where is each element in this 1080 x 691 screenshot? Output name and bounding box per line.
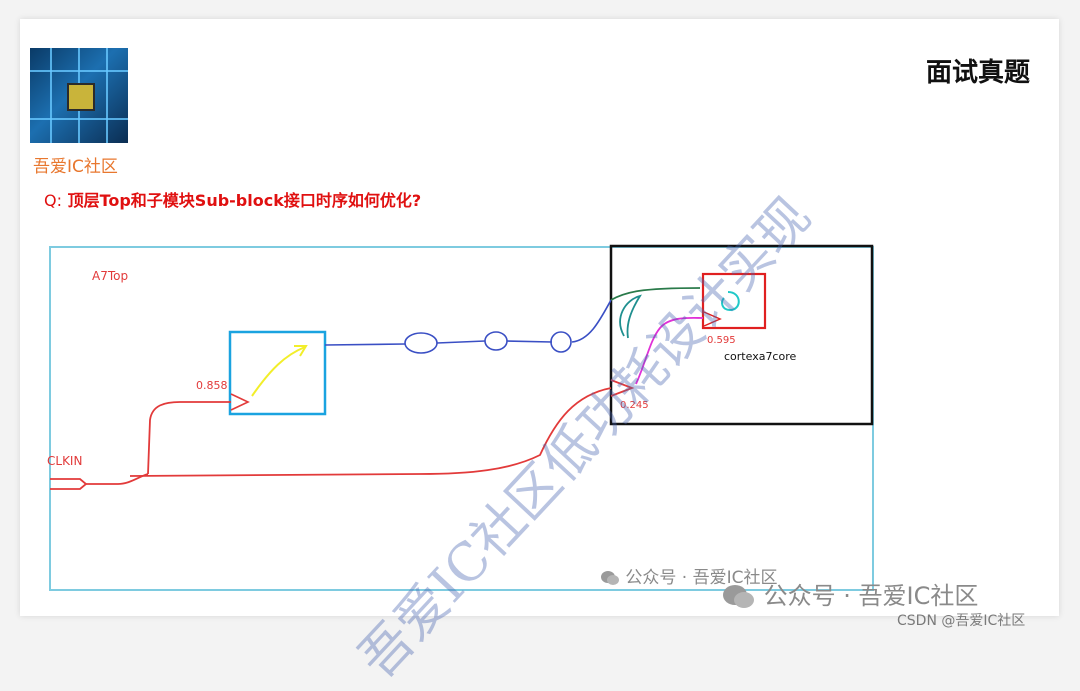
timing-diagram: A7Top cortexa7core 0.858 0.595 0.245 CLK…	[47, 244, 874, 591]
chip-icon	[67, 83, 95, 111]
cyan-loop	[721, 291, 740, 312]
community-logo	[30, 48, 128, 143]
core-input-pin	[610, 379, 635, 397]
core-flipflop	[701, 272, 767, 330]
buffer-3	[550, 331, 572, 353]
page-title: 面试真题	[926, 58, 1031, 88]
brand-name: 吾爱IC社区	[33, 157, 118, 177]
wechat-icon	[723, 585, 754, 608]
core-ff-clock-pin	[703, 311, 722, 327]
teal-path	[619, 294, 642, 339]
buffer-1	[404, 332, 438, 354]
core-ff-delay: 0.595	[707, 335, 736, 346]
clk-branch-left	[147, 401, 231, 475]
a7top-label: A7Top	[92, 269, 128, 283]
wechat-small-text: 公众号 · 吾爱IC社区	[625, 568, 778, 588]
question-text: Q: 顶层Top和子模块Sub-block接口时序如何优化?	[44, 187, 421, 211]
clk-root	[86, 473, 149, 485]
wechat-icon	[601, 571, 619, 585]
wechat-watermark-small: 公众号 · 吾爱IC社区	[600, 563, 778, 588]
question-body: 顶层Top和子模块Sub-block接口时序如何优化?	[67, 191, 422, 210]
clkin-label: CLKIN	[47, 454, 82, 468]
left-ff-delay: 0.858	[196, 379, 228, 392]
csdn-credit: CSDN @吾爱IC社区	[897, 613, 1026, 629]
green-path	[610, 287, 701, 301]
yellow-arrowhead	[294, 345, 308, 357]
left-ff-clock-pin	[230, 393, 250, 411]
blue-data-wire	[324, 299, 612, 346]
buffer-2	[484, 331, 508, 351]
left-flipflop	[228, 330, 327, 416]
cortexa7core-block	[609, 244, 874, 426]
clkin-port	[50, 478, 88, 490]
core-label: cortexa7core	[724, 350, 796, 363]
yellow-path	[251, 346, 306, 397]
slide-card	[20, 19, 1059, 616]
core-input-delay: 0.245	[620, 400, 649, 411]
clk-branch-core	[129, 387, 612, 477]
wechat-large-text: 公众号 · 吾爱IC社区	[763, 582, 979, 610]
wechat-watermark-large: 公众号 · 吾爱IC社区	[722, 576, 978, 611]
magenta-path	[635, 316, 704, 385]
question-label: Q:	[44, 191, 62, 210]
